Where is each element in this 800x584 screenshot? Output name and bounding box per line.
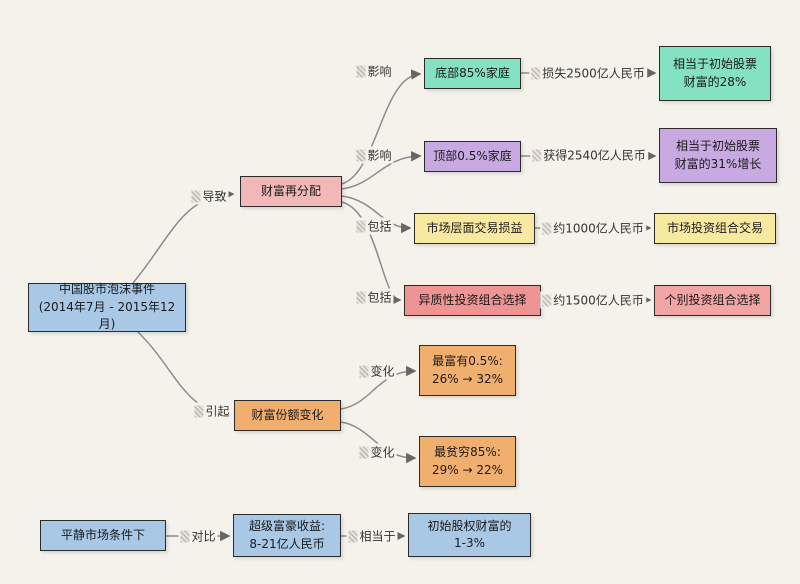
node-bottom85-households: 底部85%家庭	[424, 58, 521, 89]
node-poorest-share: 最贫穷85%: 29% → 22%	[419, 436, 516, 487]
label-hatch-icon	[532, 149, 542, 161]
edge-label-text: 对比	[191, 529, 216, 544]
edge-label-text: 变化	[370, 445, 395, 460]
edge-label-text: 导致	[202, 189, 227, 204]
edge-label-text: 包括	[367, 219, 392, 234]
label-hatch-icon	[348, 530, 358, 542]
node-calm-market: 平静市场条件下	[40, 520, 166, 551]
edge-share-change-to-poorest	[340, 421, 417, 464]
edge-label-text: 变化	[370, 364, 395, 379]
node-top05-result: 相当于初始股票 财富的31%增长	[659, 128, 777, 183]
node-richest-share: 最富有0.5%: 26% → 32%	[419, 345, 516, 396]
label-hatch-icon	[180, 530, 190, 542]
edge-label-leads-to: 导致	[189, 187, 229, 205]
label-hatch-icon	[359, 446, 369, 458]
edge-label-includes-2: 包括	[354, 288, 394, 306]
edge-label-loss-2500: 损失2500亿人民币	[529, 64, 647, 82]
edge-label-approx-1500: 约1500亿人民币	[540, 291, 646, 309]
edge-label-text: 影响	[367, 64, 392, 79]
label-hatch-icon	[356, 65, 366, 77]
edge-label-text: 约1000亿人民币	[553, 221, 644, 236]
label-hatch-icon	[194, 405, 204, 417]
edge-label-change-1: 变化	[357, 362, 397, 380]
node-heterogeneous-choice: 异质性投资组合选择	[404, 285, 541, 316]
label-hatch-icon	[356, 291, 366, 303]
node-wealth-redistribution: 财富再分配	[240, 176, 342, 207]
edge-label-text: 影响	[367, 148, 392, 163]
label-hatch-icon	[356, 149, 366, 161]
node-wealth-share-change: 财富份额变化	[234, 400, 341, 431]
edge-label-includes-1: 包括	[354, 217, 394, 235]
label-hatch-icon	[542, 294, 552, 306]
node-initial-equity: 初始股权财富的 1-3%	[408, 513, 531, 557]
node-root-event: 中国股市泡沫事件 (2014年7月 - 2015年12月)	[28, 282, 186, 332]
edge-label-causes: 引起	[192, 402, 232, 420]
edge-redistribution-to-market	[341, 195, 412, 234]
edge-redistribution-to-hetero	[341, 201, 402, 306]
node-bottom85-result: 相当于初始股票 财富的28%	[659, 46, 771, 101]
edge-label-approx-1000: 约1000亿人民币	[540, 219, 646, 237]
edge-root-to-redistribution	[132, 189, 235, 284]
node-market-portfolio: 市场投资组合交易	[654, 213, 776, 244]
label-hatch-icon	[531, 67, 541, 79]
edge-label-text: 引起	[205, 404, 230, 419]
edge-redistribution-to-bottom85	[341, 69, 422, 185]
label-hatch-icon	[359, 365, 369, 377]
label-hatch-icon	[542, 222, 552, 234]
edge-label-affects-2: 影响	[354, 146, 394, 164]
edge-label-equivalent-to: 相当于	[346, 527, 398, 545]
edge-label-text: 损失2500亿人民币	[542, 66, 645, 81]
edge-label-affects-1: 影响	[354, 62, 394, 80]
edge-label-text: 相当于	[359, 529, 396, 544]
edge-label-gain-2540: 获得2540亿人民币	[530, 146, 648, 164]
label-hatch-icon	[191, 190, 201, 202]
edge-label-text: 包括	[367, 290, 392, 305]
edge-label-text: 约1500亿人民币	[553, 293, 644, 308]
edge-redistribution-to-top05	[341, 150, 422, 190]
node-super-rich-gain: 超级富豪收益: 8-21亿人民币	[233, 514, 341, 557]
edge-share-change-to-richest	[340, 365, 417, 410]
label-hatch-icon	[356, 220, 366, 232]
edge-label-text: 获得2540亿人民币	[543, 148, 646, 163]
node-individual-portfolio: 个别投资组合选择	[654, 285, 771, 316]
edge-label-change-2: 变化	[357, 443, 397, 461]
node-market-level-pnl: 市场层面交易损益	[414, 213, 535, 244]
node-top05-households: 顶部0.5%家庭	[424, 141, 521, 172]
edge-label-compare: 对比	[178, 527, 218, 545]
